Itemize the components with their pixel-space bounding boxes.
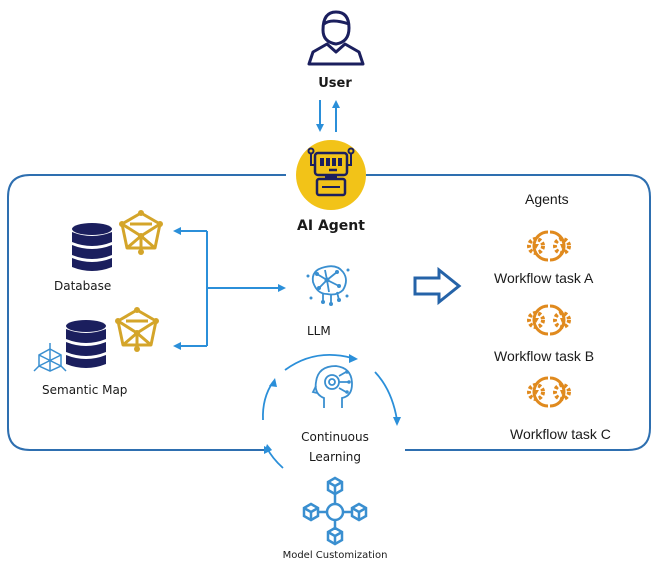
hollow-right-arrow (413, 266, 462, 306)
ai-head-icon (311, 365, 353, 408)
workflow-task-c-label: Workflow task C (510, 426, 611, 442)
gears-cycle-icon (527, 230, 571, 262)
gears-cycle-icon (527, 376, 571, 408)
branch-connector (173, 227, 286, 350)
user-node: User (295, 4, 375, 94)
workflow-task-a-label: Workflow task A (494, 270, 594, 286)
agents-title: Agents (525, 191, 569, 207)
semantic-map-label: Semantic Map (42, 383, 128, 397)
arrow-to-llm (278, 284, 286, 292)
cycle-arc-right (374, 371, 398, 421)
graph-network-icon (115, 307, 159, 352)
workflow-task-a[interactable]: Workflow task A (490, 226, 630, 290)
arrow-to-database (173, 227, 181, 235)
workflow-task-c[interactable]: Workflow task C (490, 372, 640, 442)
graph-network-icon (119, 210, 163, 255)
gears-cycle-icon (527, 304, 571, 336)
cycle-arc-top (284, 353, 353, 371)
model-customization-label: Model Customization (282, 550, 388, 561)
ai-agent-node[interactable]: AI Agent (286, 137, 376, 237)
database-icon (66, 320, 106, 368)
source-database[interactable]: Database (40, 200, 170, 300)
continuous-learning-label-line2: Learning (308, 450, 362, 464)
llm-label: LLM (307, 324, 331, 338)
continuous-learning-label-line1: Continuous (301, 430, 369, 444)
user-label: User (318, 76, 352, 91)
ai-agent-label: AI Agent (297, 218, 365, 234)
workflow-task-b-label: Workflow task B (494, 348, 595, 364)
database-icon (72, 223, 112, 271)
neural-brain-icon (306, 265, 350, 306)
user-agent-arrows (316, 100, 340, 132)
model-customization-node[interactable]: Model Customization (265, 474, 405, 568)
learning-cycle-arrows (262, 353, 401, 469)
source-semantic-map[interactable]: Semantic Map (20, 305, 180, 405)
arrow-to-semantic-map (173, 342, 181, 350)
robot-icon (296, 140, 366, 210)
llm-node[interactable]: LLM (295, 262, 365, 342)
database-label: Database (54, 279, 112, 293)
cube-map-icon (33, 343, 67, 372)
continuous-learning-node[interactable]: Continuous Learning (280, 362, 390, 472)
workflow-task-b[interactable]: Workflow task B (490, 300, 630, 364)
cycle-arc-left (262, 381, 274, 421)
network-cubes-icon (302, 476, 368, 546)
user-icon (307, 10, 365, 66)
